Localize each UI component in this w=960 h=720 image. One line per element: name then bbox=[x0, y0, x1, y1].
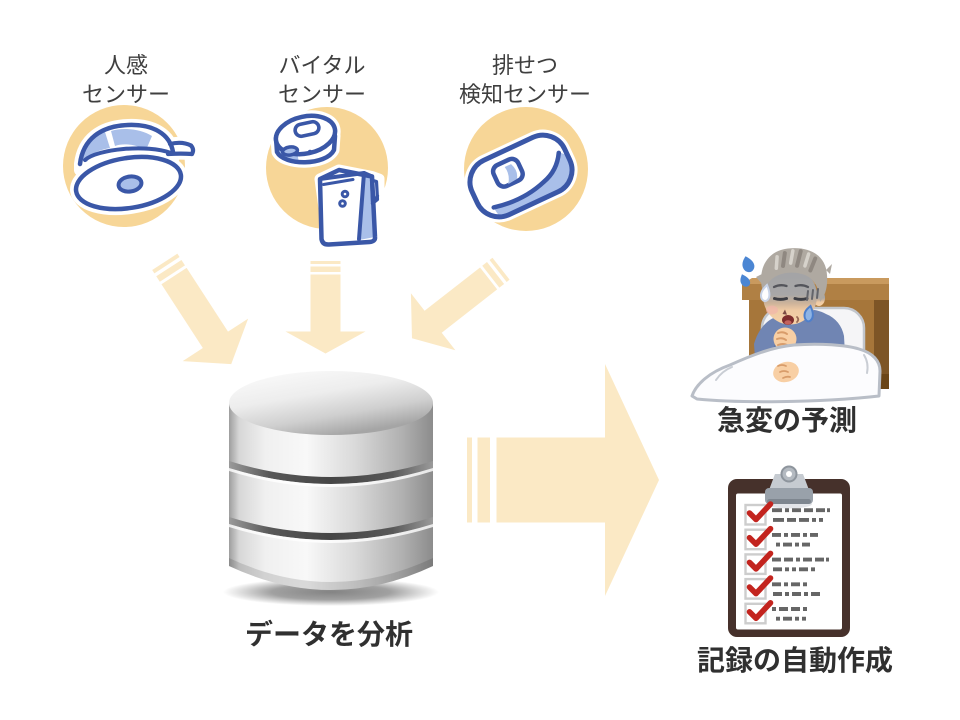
resting-hand bbox=[773, 361, 799, 383]
vital-sensor-icon bbox=[266, 107, 388, 250]
clipboard-clip bbox=[765, 465, 813, 509]
arrow-vital-to-database bbox=[285, 261, 366, 354]
motion-sensor-label: 人感 センサー bbox=[81, 48, 170, 109]
arrow-database-to-outputs bbox=[467, 364, 659, 596]
motion-sensor-icon bbox=[63, 105, 198, 227]
checklist-clipboard-icon bbox=[728, 465, 850, 637]
flying-sweat-drops bbox=[740, 256, 755, 287]
arrow-excretion-to-database bbox=[410, 257, 510, 351]
vital-sensor-label: バイタル センサー bbox=[277, 48, 366, 109]
sudden-change-caption: 急変の予測 bbox=[716, 399, 857, 439]
checklist-rows bbox=[744, 501, 831, 625]
record-caption: 記録の自動作成 bbox=[696, 639, 893, 679]
database-cylinder-icon bbox=[223, 371, 439, 606]
sick-elderly-in-bed-icon bbox=[690, 248, 889, 404]
elderly-face bbox=[756, 248, 832, 325]
sweat-drop bbox=[759, 283, 771, 302]
tear-drop bbox=[803, 304, 814, 323]
excretion-sensor-label: 排せつ 検知センサー bbox=[458, 48, 591, 109]
database-caption: データを分析 bbox=[244, 613, 413, 653]
excretion-detection-sensor-icon bbox=[464, 107, 588, 231]
arrow-motion-to-database bbox=[152, 253, 249, 365]
